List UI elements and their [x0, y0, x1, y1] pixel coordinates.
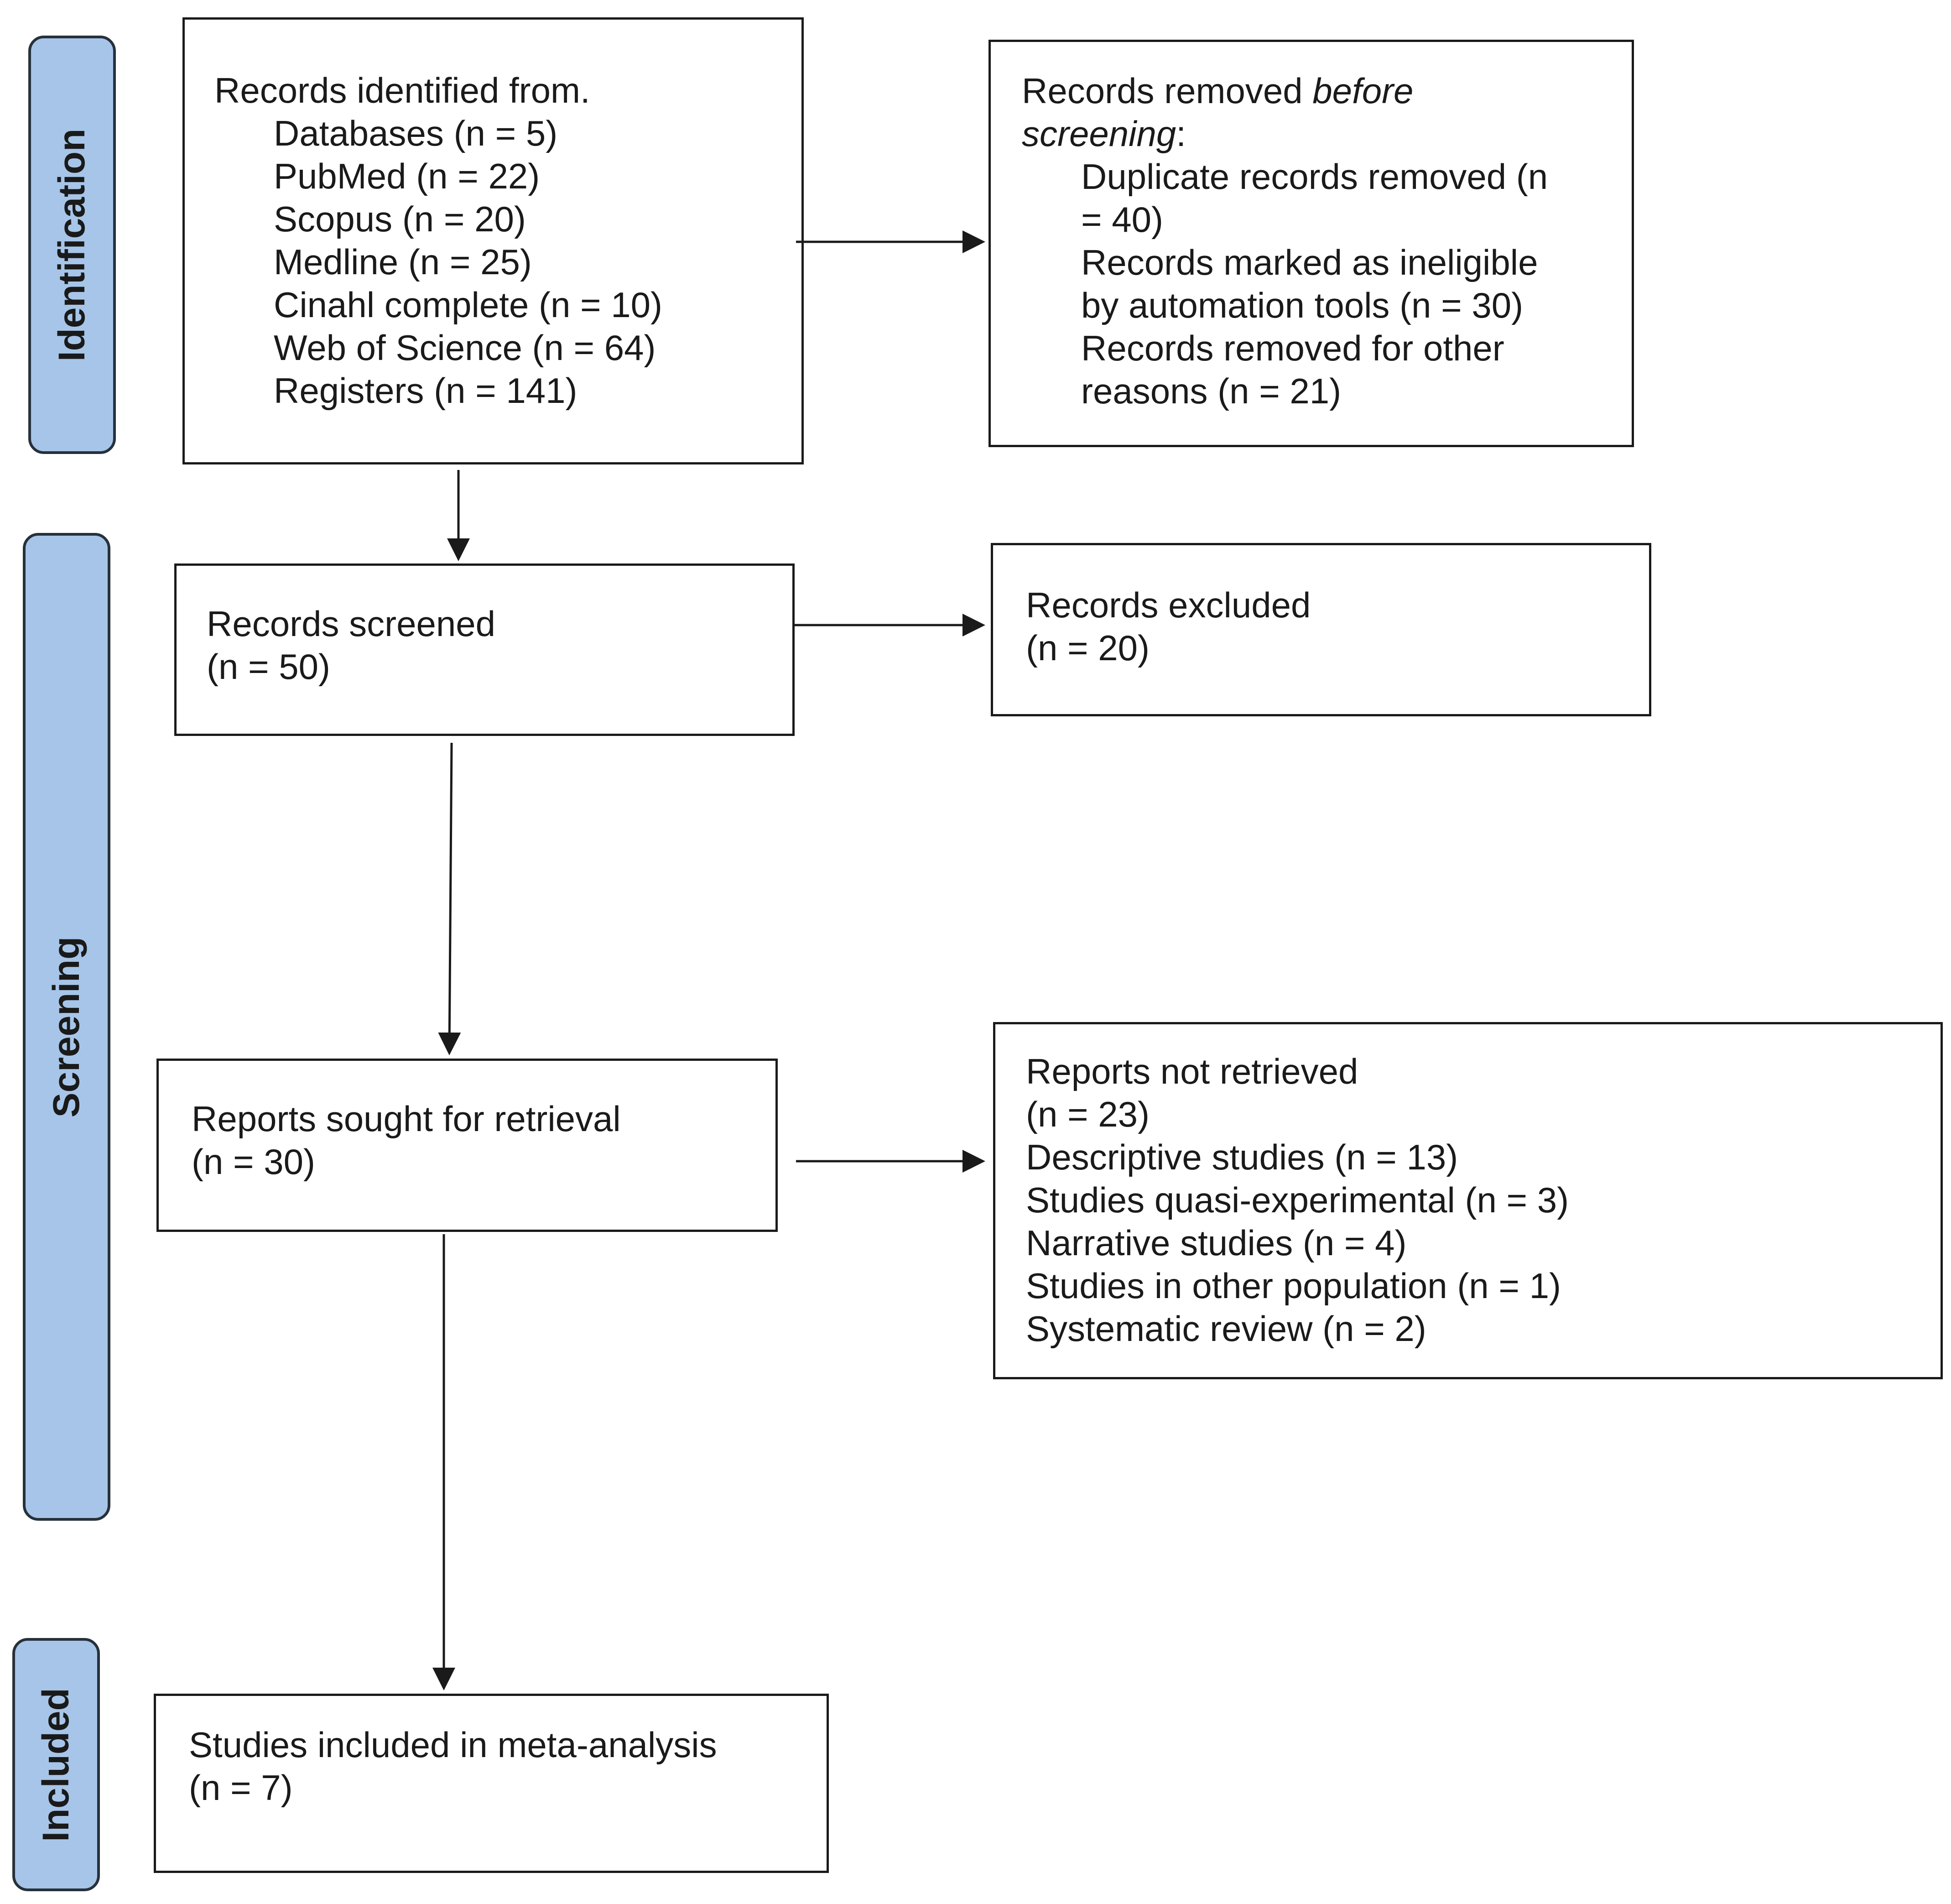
- reports-not-retrieved-label: Reports not retrieved: [1026, 1051, 1358, 1091]
- records-removed-heading-cont: screening:: [1022, 114, 1186, 154]
- source-medline: Medline (n = 25): [274, 242, 532, 282]
- records-screened-count: (n = 50): [207, 647, 330, 687]
- records-removed-box: Records removed before screening: Duplic…: [989, 40, 1634, 447]
- records-removed-heading: Records removed before: [1022, 71, 1414, 111]
- phase-identification: Identification: [28, 36, 116, 454]
- reports-not-retrieved-count: (n = 23): [1026, 1094, 1150, 1134]
- not-retrieved-systematic-review: Systematic review (n = 2): [1026, 1309, 1426, 1349]
- removed-duplicates-line-2: = 40): [1081, 199, 1163, 240]
- phase-included: Included: [12, 1638, 100, 1891]
- removed-ineligible-line-2: by automation tools (n = 30): [1081, 285, 1524, 325]
- removed-other-line-1: Records removed for other: [1081, 328, 1504, 368]
- not-retrieved-quasi-experimental: Studies quasi-experimental (n = 3): [1026, 1180, 1569, 1220]
- removed-duplicates-line-1: Duplicate records removed (n: [1081, 156, 1548, 197]
- studies-included-label: Studies included in meta-analysis: [189, 1725, 717, 1765]
- records-excluded-box: Records excluded (n = 20): [991, 543, 1651, 716]
- reports-sought-label: Reports sought for retrieval: [192, 1099, 621, 1139]
- removed-other-line-2: reasons (n = 21): [1081, 371, 1342, 411]
- reports-sought-box: Reports sought for retrieval (n = 30): [156, 1059, 778, 1232]
- reports-sought-count: (n = 30): [192, 1142, 315, 1182]
- arrow-screened-to-sought: [438, 742, 461, 1055]
- records-identified-heading: Records identified from.: [214, 70, 590, 110]
- records-screened-label: Records screened: [207, 604, 495, 644]
- source-web-of-science: Web of Science (n = 64): [274, 328, 656, 368]
- source-cinahl: Cinahl complete (n = 10): [274, 285, 662, 325]
- source-scopus: Scopus (n = 20): [274, 199, 526, 239]
- records-excluded-count: (n = 20): [1026, 628, 1150, 668]
- source-pubmed: PubMed (n = 22): [274, 156, 540, 196]
- phase-screening: Screening: [23, 533, 110, 1521]
- records-screened-box: Records screened (n = 50): [174, 563, 795, 736]
- studies-included-count: (n = 7): [189, 1768, 293, 1808]
- reports-not-retrieved-box: Reports not retrieved (n = 23) Descripti…: [993, 1022, 1943, 1379]
- not-retrieved-other-population: Studies in other population (n = 1): [1026, 1266, 1561, 1306]
- source-databases: Databases (n = 5): [274, 113, 558, 153]
- source-registers: Registers (n = 141): [274, 370, 577, 411]
- not-retrieved-narrative: Narrative studies (n = 4): [1026, 1223, 1407, 1263]
- records-identified-box: Records identified from. Databases (n = …: [182, 17, 804, 464]
- studies-included-box: Studies included in meta-analysis (n = 7…: [154, 1694, 829, 1873]
- removed-ineligible-line-1: Records marked as ineligible: [1081, 242, 1538, 282]
- records-excluded-label: Records excluded: [1026, 585, 1311, 625]
- not-retrieved-descriptive: Descriptive studies (n = 13): [1026, 1137, 1458, 1177]
